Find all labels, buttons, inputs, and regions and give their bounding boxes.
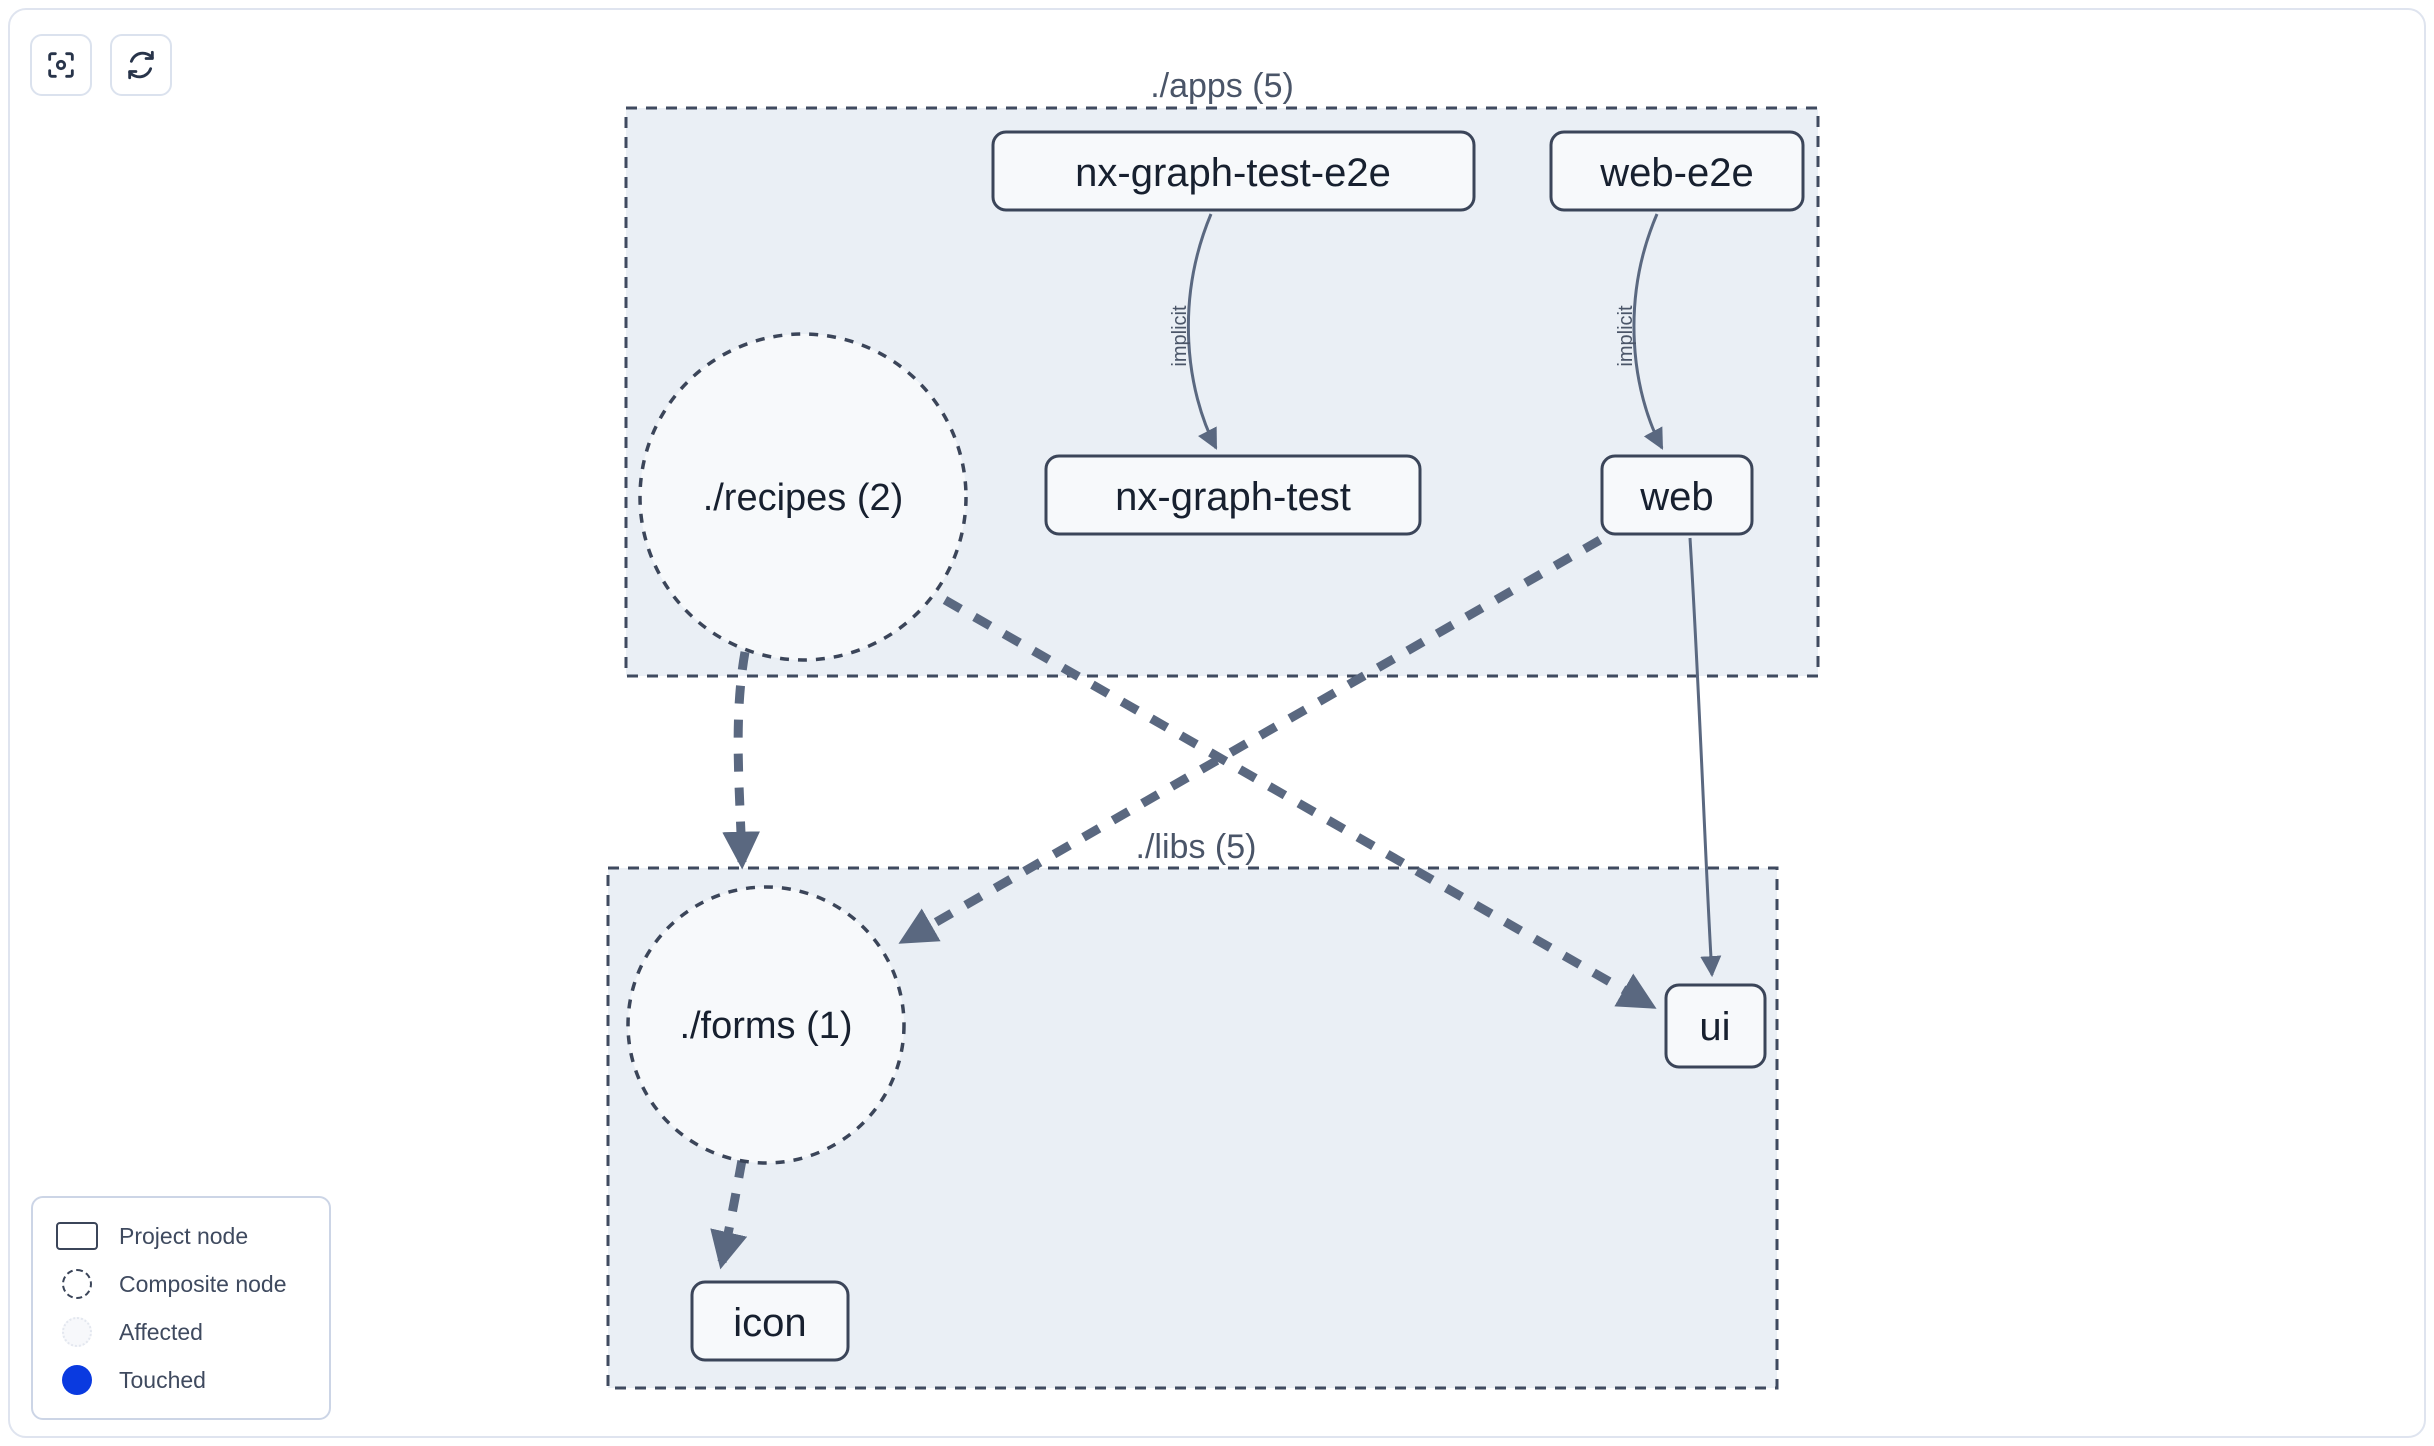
legend-label-composite-node: Composite node [119, 1270, 287, 1297]
node-web-e2e-label: web-e2e [1599, 151, 1753, 195]
node-web-shape[interactable] [1600, 454, 1754, 536]
edge-label-implicit-1: implicit [1169, 305, 1191, 367]
node-icon[interactable]: icon [690, 1280, 850, 1362]
node-nx-graph-test-e2e-label: nx-graph-test-e2e [1075, 151, 1391, 195]
node-icon-shape[interactable] [690, 1280, 850, 1362]
composite-node-swatch [51, 1269, 103, 1299]
node-nx-graph-test-label: nx-graph-test [1115, 475, 1351, 519]
node-icon-label: icon [733, 1301, 806, 1345]
legend-item-project-node: Project node [51, 1212, 311, 1260]
edge-web-to-ui [1688, 537, 1722, 978]
focus-target-icon [44, 48, 78, 82]
node-web-e2e-shape[interactable] [1549, 130, 1805, 212]
affected-swatch [51, 1317, 103, 1347]
refresh-icon [124, 48, 158, 82]
touched-swatch [51, 1365, 103, 1395]
legend-label-touched: Touched [119, 1366, 206, 1393]
legend-item-touched: Touched [51, 1356, 311, 1404]
node-web-label: web [1639, 475, 1713, 519]
node-recipes-shape[interactable] [638, 332, 968, 662]
node-forms[interactable]: ./forms (1) [626, 885, 906, 1165]
node-ui-label: ui [1699, 1005, 1730, 1049]
node-ui[interactable]: ui [1664, 983, 1767, 1069]
graph-legend: Project node Composite node Affected Tou… [31, 1196, 331, 1420]
node-web-e2e[interactable]: web-e2e [1549, 130, 1805, 212]
node-recipes-label: ./recipes (2) [703, 477, 904, 519]
edge-label-implicit-2: implicit [1615, 305, 1637, 367]
legend-label-affected: Affected [119, 1318, 203, 1345]
node-ui-shape[interactable] [1664, 983, 1767, 1069]
focus-graph-button[interactable] [30, 34, 92, 96]
node-nx-graph-test-e2e-shape[interactable] [991, 130, 1476, 212]
legend-item-composite-node: Composite node [51, 1260, 311, 1308]
refresh-graph-button[interactable] [110, 34, 172, 96]
node-forms-shape[interactable] [626, 885, 906, 1165]
graph-toolbar [30, 34, 172, 96]
node-recipes[interactable]: ./recipes (2) [638, 332, 968, 662]
project-node-swatch [51, 1222, 103, 1250]
group-libs-title: ./libs (5) [1136, 828, 1257, 866]
legend-item-affected: Affected [51, 1308, 311, 1356]
node-nx-graph-test[interactable]: nx-graph-test [1044, 454, 1422, 536]
group-apps-title: ./apps (5) [1150, 67, 1294, 105]
edge-recipes-to-forms [722, 651, 761, 870]
edge-forms-to-icon [710, 1159, 748, 1270]
node-web[interactable]: web [1600, 454, 1754, 536]
node-nx-graph-test-e2e[interactable]: nx-graph-test-e2e [991, 130, 1476, 212]
graph-edges: implicit implicit [710, 213, 1722, 1270]
legend-label-project-node: Project node [119, 1222, 249, 1249]
node-nx-graph-test-shape[interactable] [1044, 454, 1422, 536]
edge-web-e2e-to-web [1632, 213, 1664, 450]
edge-nx-graph-test-e2e-to-nx-graph-test [1186, 213, 1218, 450]
node-forms-label: ./forms (1) [679, 1005, 852, 1047]
